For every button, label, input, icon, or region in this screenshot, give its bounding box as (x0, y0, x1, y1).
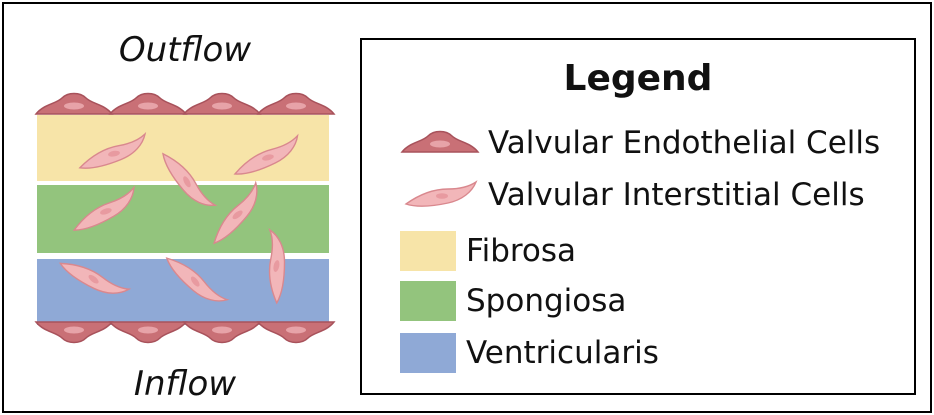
interstitial-cells (59, 134, 304, 315)
endothelial-cell (110, 322, 186, 343)
fibrosa-swatch (400, 231, 456, 271)
spongiosa-swatch (400, 281, 456, 321)
interstitial-cell (255, 230, 293, 304)
legend-label: Ventricularis (466, 335, 659, 371)
legend-title: Legend (362, 58, 914, 99)
ventricularis-swatch (400, 333, 456, 373)
legend-item-endothelial: Valvular Endothelial Cells (400, 118, 880, 168)
outflow-label: Outflow (40, 30, 330, 70)
legend-item-ventricularis: Ventricularis (400, 328, 659, 378)
interstitial-cell (76, 134, 149, 170)
legend-label: Fibrosa (466, 233, 576, 269)
interstitial-cell-icon (400, 178, 482, 212)
endothelial-cell (36, 94, 112, 115)
interstitial-cell (230, 136, 304, 176)
legend-item-interstitial: Valvular Interstitial Cells (400, 170, 865, 220)
valve-cells-illustration (30, 88, 340, 348)
legend-label: Valvular Interstitial Cells (488, 177, 865, 213)
endothelial-cell (258, 94, 334, 115)
legend-box: Legend Valvular Endothelial Cells Valvul… (360, 38, 916, 395)
interstitial-cell (59, 246, 129, 308)
interstitial-cell (201, 183, 271, 245)
interstitial-cell (161, 143, 215, 216)
top-endothelial-row (36, 94, 334, 115)
interstitial-cell (67, 188, 141, 233)
endothelial-cell-icon (400, 128, 482, 158)
endothelial-cell (184, 94, 260, 115)
legend-label: Spongiosa (466, 283, 626, 319)
endothelial-cell (110, 94, 186, 115)
endothelial-cell (184, 322, 260, 343)
bottom-endothelial-row (36, 322, 334, 343)
endothelial-cell (258, 322, 334, 343)
legend-item-spongiosa: Spongiosa (400, 276, 626, 326)
inflow-label: Inflow (40, 364, 330, 404)
endothelial-cell (36, 322, 112, 343)
legend-item-fibrosa: Fibrosa (400, 226, 576, 276)
interstitial-cell (165, 245, 227, 315)
legend-label: Valvular Endothelial Cells (488, 125, 880, 161)
